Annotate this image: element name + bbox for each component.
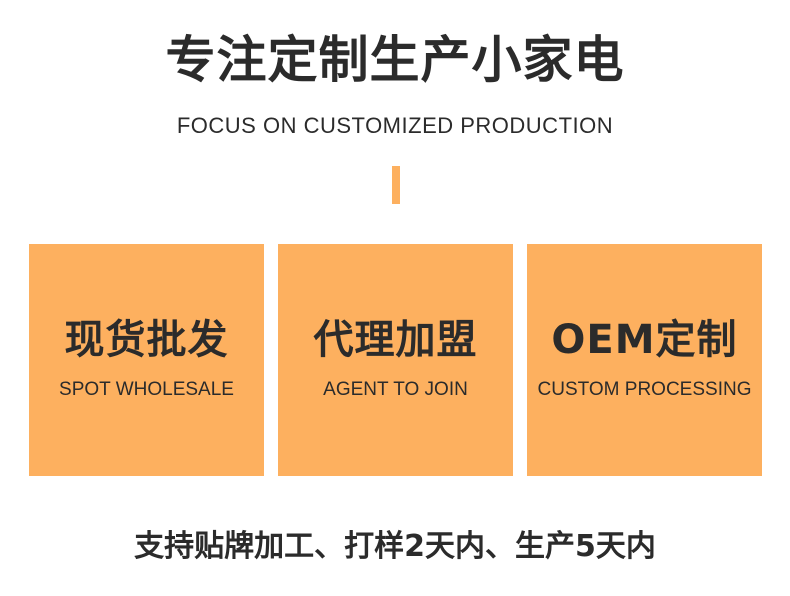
card-subtitle: SPOT WHOLESALE [59, 379, 234, 400]
card-title: OEM定制 [551, 317, 738, 363]
card-subtitle: CUSTOM PROCESSING [537, 379, 752, 400]
page-title: 专注定制生产小家电 [165, 31, 625, 89]
card-agent-join: 代理加盟 AGENT TO JOIN [278, 244, 513, 476]
footer-note: 支持贴牌加工、打样2天内、生产5天内 [134, 529, 656, 564]
page-subtitle: FOCUS ON CUSTOMIZED PRODUCTION [176, 113, 614, 138]
card-oem-custom: OEM定制 CUSTOM PROCESSING [527, 244, 762, 476]
card-subtitle: AGENT TO JOIN [323, 379, 468, 400]
card-title: 代理加盟 [313, 317, 478, 363]
accent-divider [392, 166, 400, 204]
service-cards: 现货批发 SPOT WHOLESALE 代理加盟 AGENT TO JOIN O… [29, 244, 762, 476]
card-title: 现货批发 [64, 317, 229, 363]
card-spot-wholesale: 现货批发 SPOT WHOLESALE [29, 244, 264, 476]
